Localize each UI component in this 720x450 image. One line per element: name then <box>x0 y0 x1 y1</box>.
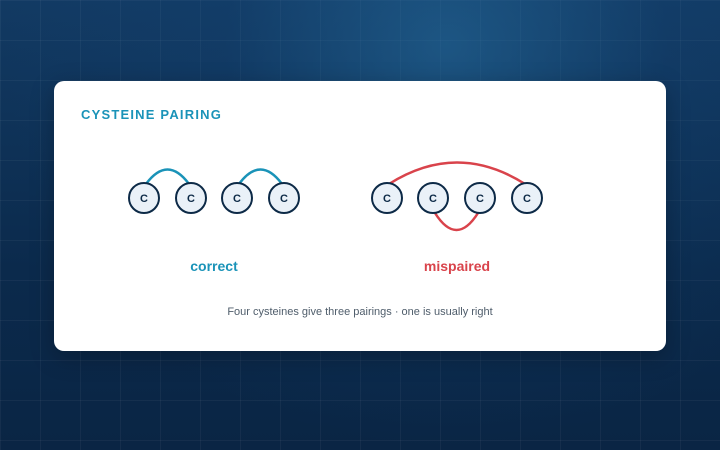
cysteine-node: C <box>221 182 253 214</box>
cysteine-node: C <box>464 182 496 214</box>
disulfide-bond <box>433 211 480 232</box>
diagram-card: CYSTEINE PAIRING C C C C C C C C correct… <box>54 81 666 351</box>
cysteine-node: C <box>371 182 403 214</box>
label-correct: correct <box>190 258 238 274</box>
svg-text:C: C <box>476 193 484 205</box>
svg-text:C: C <box>140 193 148 205</box>
svg-text:C: C <box>429 193 437 205</box>
label-mispaired: mispaired <box>423 258 491 274</box>
svg-text:C: C <box>280 193 288 205</box>
caption: Four cysteines give three pairings · one… <box>227 306 493 318</box>
cysteine-node: C <box>175 182 207 214</box>
cysteine-node: C <box>511 182 543 214</box>
card-title: CYSTEINE PAIRING <box>81 107 223 122</box>
cysteine-node: C <box>268 182 300 214</box>
svg-text:C: C <box>383 193 391 205</box>
svg-text:C: C <box>233 193 241 205</box>
pairing-diagram: C C C C C C C C <box>128 161 543 232</box>
group-correct: C C C C <box>128 168 300 214</box>
cysteine-node: C <box>128 182 160 214</box>
svg-text:C: C <box>523 193 531 205</box>
disulfide-bond <box>144 168 191 186</box>
svg-text:C: C <box>187 193 195 205</box>
cysteine-node: C <box>417 182 449 214</box>
disulfide-bond <box>387 161 527 186</box>
disulfide-bond <box>237 168 284 186</box>
group-mispaired: C C C C <box>371 161 543 232</box>
